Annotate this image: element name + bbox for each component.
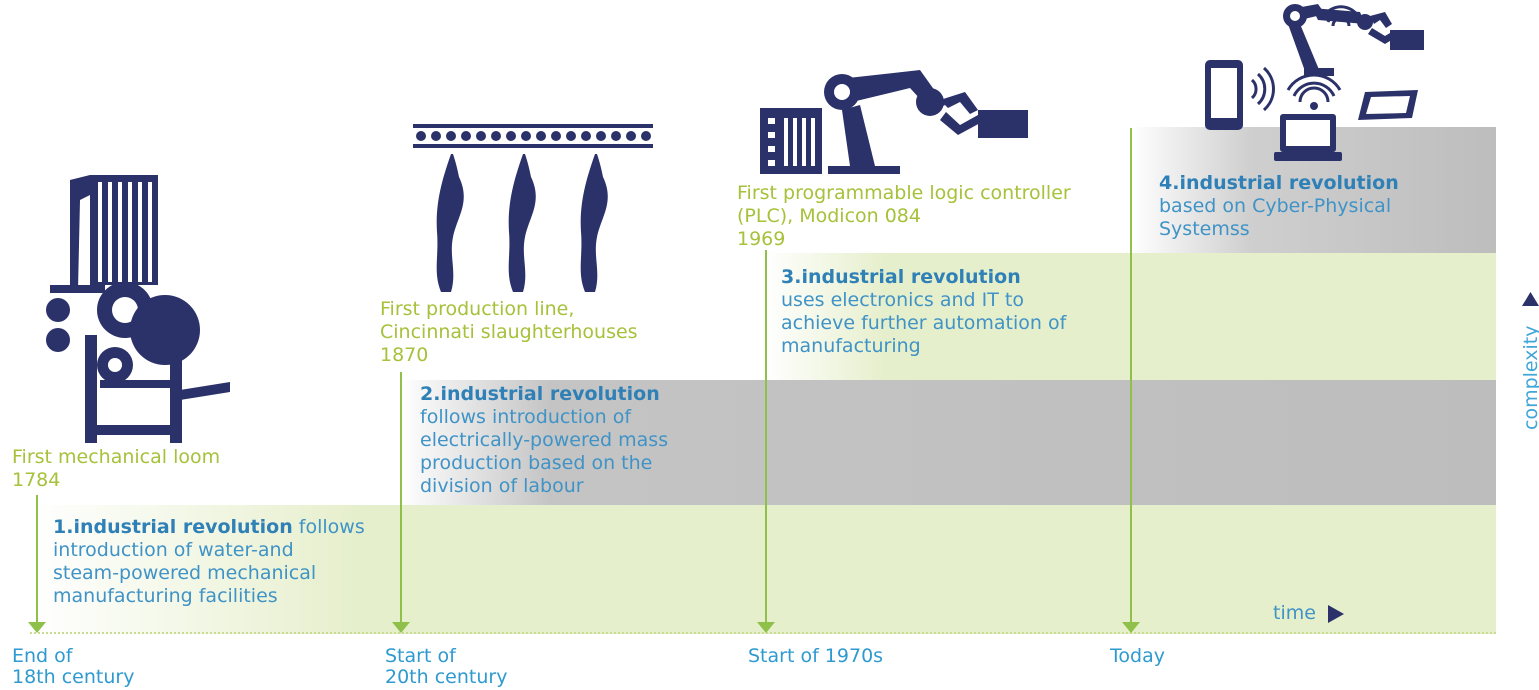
revolution-2-line: electrically-powered mass — [420, 429, 669, 451]
milestone-3-year: 1969 — [737, 228, 786, 250]
milestone-3-title-line1: First programmable logic controller — [737, 182, 1071, 204]
milestone-3: First programmable logic controller (PLC… — [737, 182, 1071, 251]
revolution-3-heading: 3.industrial revolution — [781, 266, 1021, 288]
revolution-4-line: Systemss — [1159, 218, 1250, 240]
milestone-2-title-line1: First production line, — [380, 298, 575, 320]
revolution-3-line: achieve further automation of — [781, 312, 1067, 334]
revolution-3-line: uses electronics and IT to — [781, 289, 1024, 311]
timeline-marker-2 — [400, 372, 402, 623]
revolution-2-heading: 2.industrial revolution — [420, 383, 660, 405]
revolution-1-text: 1.industrial revolution follows introduc… — [53, 516, 365, 608]
milestone-1-title: First mechanical loom — [12, 446, 221, 468]
revolution-1-heading: 1.industrial revolution — [53, 516, 293, 538]
revolution-1-line1-rest: follows — [292, 516, 365, 538]
revolution-2-line: production based on the — [420, 452, 653, 474]
time-axis-label-text: time — [1273, 602, 1316, 624]
x-label-1: End of 18th century — [12, 646, 134, 688]
time-arrow-icon — [1328, 605, 1344, 623]
time-axis-line — [30, 632, 1496, 634]
timeline-arrowhead-1 — [28, 622, 46, 633]
x-label-2-line1: Start of — [385, 645, 456, 667]
x-label-1-line2: 18th century — [12, 666, 135, 688]
milestone-2-title-line2: Cincinnati slaughterhouses — [380, 321, 638, 343]
x-label-4-line1: Today — [1110, 645, 1165, 667]
revolution-1-line: steam-powered mechanical — [53, 562, 317, 584]
milestone-1: First mechanical loom 1784 — [12, 446, 220, 492]
revolution-4-text: 4.industrial revolution based on Cyber-P… — [1159, 172, 1399, 241]
x-label-3: Start of 1970s — [748, 646, 883, 667]
timeline-arrowhead-3 — [757, 622, 775, 633]
timeline-arrowhead-2 — [392, 622, 410, 633]
revolution-2-line: follows introduction of — [420, 406, 632, 428]
timeline-marker-3 — [765, 250, 767, 623]
x-label-2: Start of 20th century — [385, 646, 507, 688]
timeline-arrowhead-4 — [1122, 622, 1140, 633]
milestone-2-year: 1870 — [380, 344, 429, 366]
revolution-3-line: manufacturing — [781, 335, 921, 357]
revolution-4-line: based on Cyber-Physical — [1159, 195, 1392, 217]
timeline-marker-1 — [36, 495, 38, 623]
time-axis-label: time — [1273, 602, 1316, 624]
milestone-1-year: 1784 — [12, 469, 61, 491]
revolution-2-line: division of labour — [420, 475, 584, 497]
timeline-marker-4 — [1130, 128, 1132, 623]
cyber-physical-devices-icon — [1205, 4, 1424, 161]
milestone-3-title-line2: (PLC), Modicon 084 — [737, 205, 921, 227]
robot-arm-plc-icon — [760, 70, 1028, 174]
revolution-3-text: 3.industrial revolution uses electronics… — [781, 266, 1066, 358]
x-label-3-line1: Start of 1970s — [748, 645, 884, 667]
revolution-1-line: manufacturing facilities — [53, 585, 278, 607]
x-label-2-line2: 20th century — [385, 666, 508, 688]
revolution-2-text: 2.industrial revolution follows introduc… — [420, 383, 668, 498]
complexity-arrow-icon — [1522, 292, 1539, 306]
revolution-4-heading: 4.industrial revolution — [1159, 172, 1399, 194]
band-revolution-2 — [400, 380, 1496, 505]
loom-icon — [46, 175, 230, 443]
complexity-axis-label-text: complexity — [1520, 325, 1539, 431]
band-revolution-1 — [30, 505, 1496, 634]
x-label-1-line1: End of — [12, 645, 73, 667]
milestone-2: First production line, Cincinnati slaugh… — [380, 298, 638, 367]
complexity-axis-label: complexity — [1520, 326, 1539, 431]
conveyor-carcass-icon — [413, 124, 653, 292]
x-label-4: Today — [1110, 646, 1165, 667]
revolution-1-line: introduction of water-and — [53, 539, 294, 561]
